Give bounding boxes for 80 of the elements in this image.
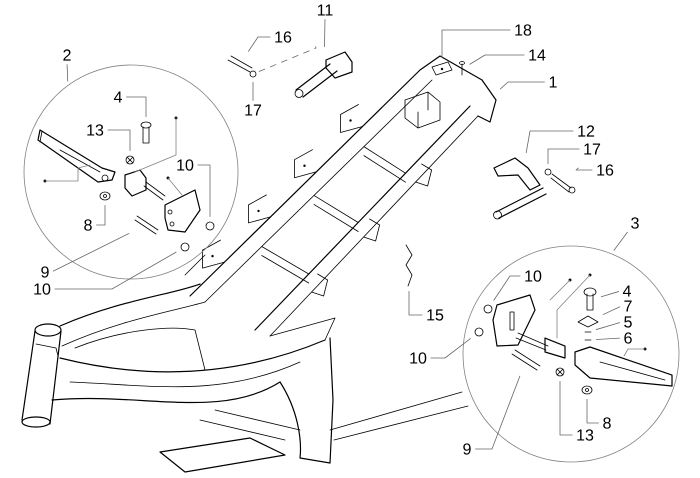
leader-line xyxy=(600,291,620,298)
callout-number: 17 xyxy=(245,104,262,116)
bolt-drawing xyxy=(512,350,540,370)
leader-line xyxy=(560,381,572,436)
leader-line xyxy=(596,322,620,330)
nut-drawing xyxy=(556,368,564,376)
bolt-drawing xyxy=(134,216,158,234)
leader-line xyxy=(526,130,574,154)
callout-number: 10 xyxy=(410,352,426,364)
callout-number: 4 xyxy=(114,92,122,102)
pin-drawing xyxy=(584,288,596,310)
washer-drawing xyxy=(100,192,110,200)
nut-drawing xyxy=(126,156,134,164)
callout-number: 8 xyxy=(84,219,92,231)
leader-line xyxy=(586,399,599,424)
callout-number: 11 xyxy=(318,4,333,16)
callout-number: 17 xyxy=(584,144,600,154)
leader-line xyxy=(596,338,620,340)
leader-line xyxy=(66,64,68,82)
hinge-pin-drawing xyxy=(294,51,353,98)
callout-number: 10 xyxy=(34,283,50,295)
leader-line xyxy=(248,36,270,52)
bolt-drawing xyxy=(550,174,576,194)
leader-line xyxy=(408,291,422,316)
callout-number: 5 xyxy=(624,316,632,328)
leader-line xyxy=(548,148,580,164)
leader-line xyxy=(258,46,316,72)
callout-number: 1 xyxy=(550,76,557,88)
callout-number: 6 xyxy=(624,332,632,344)
leader-line xyxy=(252,82,254,101)
detail-circle xyxy=(462,246,680,462)
leader-line xyxy=(602,306,620,315)
hinge-pin-drawing xyxy=(493,157,547,220)
callout-number: 18 xyxy=(515,24,532,36)
callout-number: 15 xyxy=(427,309,444,321)
leader-line xyxy=(52,233,130,272)
leader-line xyxy=(576,168,592,170)
spring-drawing xyxy=(406,244,412,286)
callout-number: 12 xyxy=(578,125,594,137)
callout-number: 10 xyxy=(177,159,194,171)
leader-line xyxy=(324,19,326,47)
callout-number: 9 xyxy=(41,266,49,278)
callout-number: 14 xyxy=(529,50,546,60)
callout-number: 16 xyxy=(597,164,614,176)
washer-drawing xyxy=(578,316,598,328)
leader-line xyxy=(475,376,520,450)
leader-line xyxy=(614,232,628,251)
callout-number: 8 xyxy=(603,417,611,429)
frame-end-drawing xyxy=(477,79,497,123)
leader-line xyxy=(442,30,510,58)
nut-drawing xyxy=(206,222,214,230)
callout-number: 13 xyxy=(577,429,594,441)
leader-line xyxy=(430,338,471,358)
callout-number: 4 xyxy=(622,286,631,296)
washer-drawing xyxy=(250,70,256,78)
washer-drawing xyxy=(544,168,552,176)
detail-circle xyxy=(24,64,238,280)
nut-drawing xyxy=(180,242,190,252)
callout-number: 10 xyxy=(525,270,542,282)
tab-drawing xyxy=(432,62,452,76)
nut-drawing xyxy=(484,304,492,314)
callout-number: 13 xyxy=(87,124,104,136)
leader-line xyxy=(126,96,146,117)
pin-drawing xyxy=(459,61,465,76)
callout-number: 16 xyxy=(275,31,292,43)
leader-line xyxy=(469,54,524,65)
callout-number: 9 xyxy=(463,443,471,455)
callout-number: 2 xyxy=(63,49,71,61)
bolt-drawing xyxy=(228,56,252,72)
leader-line xyxy=(493,276,520,301)
washer-drawing xyxy=(582,386,592,394)
pin-drawing xyxy=(140,122,152,144)
callout-number: 7 xyxy=(624,300,632,312)
leader-line xyxy=(96,205,106,226)
callout-number: 3 xyxy=(631,217,639,229)
leader-line xyxy=(198,164,210,217)
leader-line xyxy=(108,130,130,152)
leader-line xyxy=(500,82,545,90)
leader-line xyxy=(54,252,177,290)
nut-drawing xyxy=(474,328,484,336)
